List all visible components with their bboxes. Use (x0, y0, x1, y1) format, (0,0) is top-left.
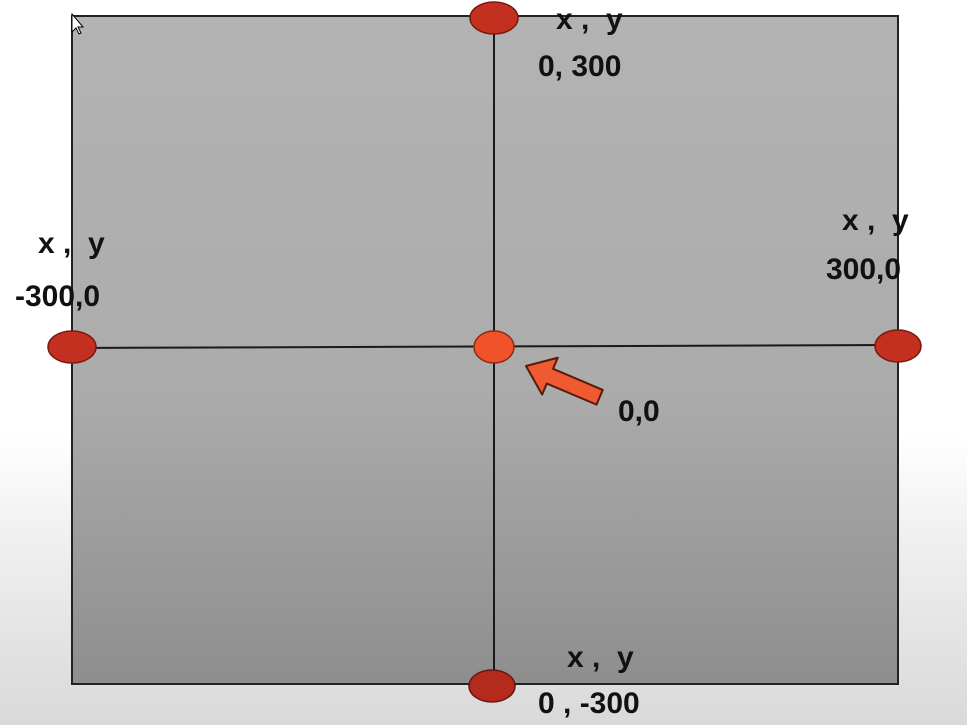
bottom-axis-label: x , y (567, 641, 634, 674)
top-axis-label: x , y (556, 3, 623, 36)
point-top (469, 1, 519, 35)
top-coords-label: 0, 300 (538, 50, 622, 83)
point-origin (473, 330, 515, 364)
right-axis-label: x , y (842, 204, 909, 237)
mouse-cursor-icon (71, 12, 85, 35)
right-coords-label: 300,0 (826, 253, 902, 286)
left-coords-label: -300,0 (15, 280, 101, 313)
left-axis-label: x , y (38, 227, 105, 260)
point-bottom (468, 669, 516, 703)
point-left (47, 330, 97, 364)
point-right (874, 329, 922, 363)
bottom-coords-label: 0 , -300 (538, 687, 640, 720)
origin-coords-label: 0,0 (618, 395, 660, 428)
origin-arrow (525, 356, 604, 406)
